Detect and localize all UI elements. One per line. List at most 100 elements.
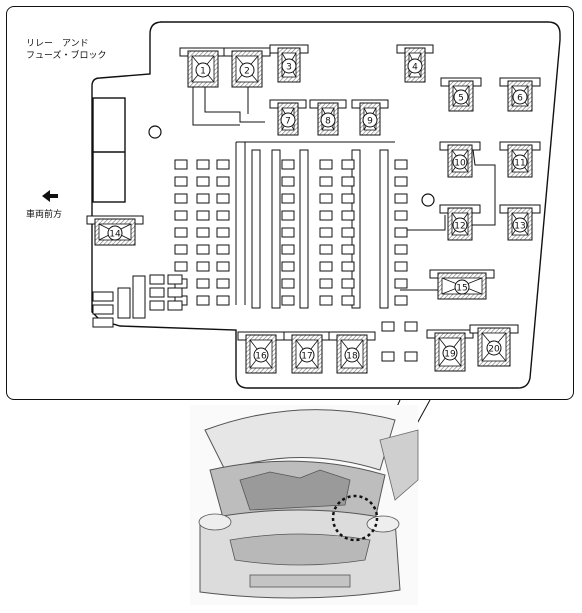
relay-number-label: 5 [458,94,464,104]
relay-number-label: 10 [454,159,466,169]
fuse-slot [341,278,355,289]
fuse-slot [196,295,210,306]
fuse-slot [319,261,333,272]
relay-number-circle [299,347,315,363]
relay-number-circle [344,347,360,363]
fuse-slot [149,287,165,298]
relay-number-circle [281,58,297,74]
fuse-slot [216,278,230,289]
fuse-slot [394,159,408,170]
car-hood [204,409,396,471]
fuse-slot [196,278,210,289]
fuse-slot [341,295,355,306]
fuse-slot [196,261,210,272]
car-headlight-right [366,515,400,533]
car-grille [229,533,371,566]
relay-position-14: 14 [86,215,144,246]
fuse-slot [319,193,333,204]
fuse-slot [394,278,408,289]
fuse-slot [174,159,188,170]
fuse-slot [394,295,408,306]
relay-position-17: 17 [283,331,331,374]
relay-position-18: 18 [328,331,376,374]
relay-number-label: 17 [301,352,312,362]
fuse-slot [216,159,230,170]
relay-position-11: 11 [499,141,541,178]
fuse-slot [319,227,333,238]
fuse-slot [341,193,355,204]
relay-position-15: 15 [429,269,495,300]
relay-number-label: 4 [412,63,418,73]
relay-position-5: 5 [440,77,482,112]
wire-line [470,141,496,226]
fuse-slot [174,210,188,221]
fuse-slot [174,244,188,255]
relay-number-label: 3 [286,63,292,73]
relay-number-label: 19 [444,350,456,360]
relay-number-label: 11 [514,159,525,169]
fuse-slot [341,159,355,170]
bus-bar [251,149,261,309]
relay-number-circle [453,89,469,105]
relay-number-circle [486,340,502,356]
fuse-slot [149,300,165,311]
relay-position-1: 1 [179,47,227,88]
fuse-slot [394,244,408,255]
relay-number-circle [454,279,470,295]
wire-line [400,215,446,231]
fuse-slot [319,278,333,289]
fuse-slot [341,176,355,187]
wire-line [192,78,240,126]
fuse-slot [319,176,333,187]
fuse-slot [167,274,183,285]
fuse-slot [174,261,188,272]
relay-number-circle [362,112,378,128]
fuse-slot [216,244,230,255]
fuse-slot [174,176,188,187]
fuse-slot [341,210,355,221]
fuse-slot [381,321,395,332]
fuse-slot [319,159,333,170]
fuse-slot [174,227,188,238]
fuse-block-location-circle [331,494,379,542]
fuse-slot [196,193,210,204]
fuse-slot [281,227,295,238]
relay-position-16: 16 [237,331,285,374]
fuse-slot [281,193,295,204]
relay-number-label: 6 [517,94,523,104]
relay-position-6: 6 [499,77,541,112]
fuse-slot [92,317,114,328]
fuse-slot [394,261,408,272]
fuse-slot [281,261,295,272]
fuse-slot [216,193,230,204]
fuse-slot [216,295,230,306]
title-line-1: リレー アンド [26,39,89,49]
relay-position-9: 9 [351,99,389,136]
fuse-slot [196,210,210,221]
fuse-slot [341,227,355,238]
relay-position-12: 12 [439,204,481,241]
arrow-left-icon [42,190,58,202]
relay-position-20: 20 [469,324,519,367]
fuse-slot [174,193,188,204]
fuse-slot [216,261,230,272]
relay-block-outline [91,21,561,389]
relay-number-label: 1 [200,67,206,77]
fuse-slot [196,244,210,255]
fuse-slot [117,287,131,319]
relay-number-label: 9 [367,117,373,127]
fuse-slot [196,227,210,238]
fuse-slot [281,159,295,170]
relay-number-circle [442,345,458,361]
relay-number-label: 18 [346,352,358,362]
relay-number-circle [320,112,336,128]
relay-number-label: 13 [514,222,525,232]
fuse-slot [281,210,295,221]
relay-number-circle [280,112,296,128]
fuse-slot [319,210,333,221]
fuse-slot [132,275,146,319]
fuse-slot [149,274,165,285]
fuse-slot [216,176,230,187]
car-engine [239,469,351,511]
